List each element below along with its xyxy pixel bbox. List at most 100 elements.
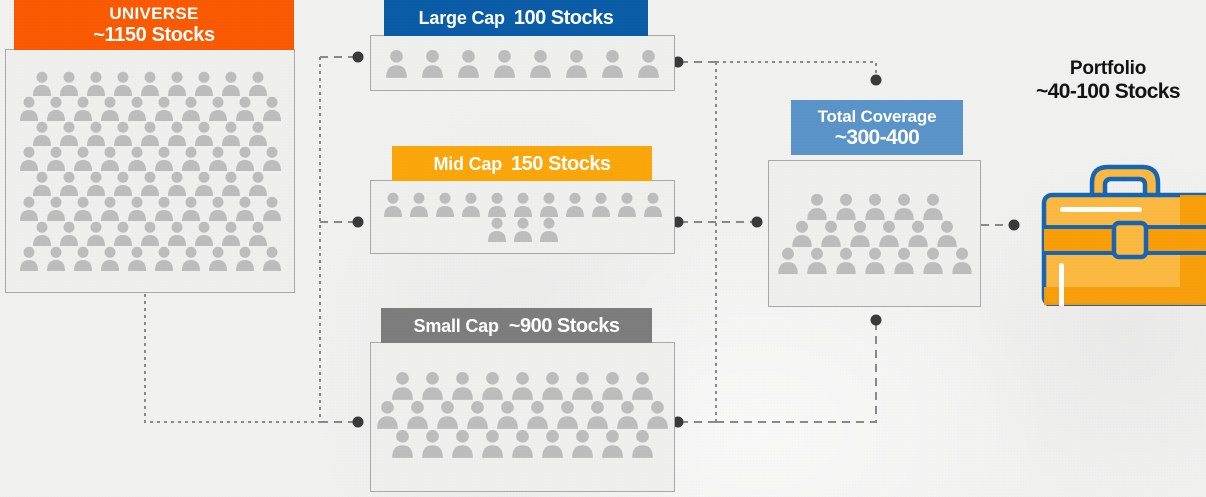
- person-icon: [141, 71, 159, 96]
- person-row: [802, 193, 947, 220]
- universe-count: ~1150 Stocks: [93, 24, 215, 46]
- person-icon: [249, 71, 267, 96]
- person-icon: [951, 247, 972, 274]
- person-icon: [864, 247, 885, 274]
- person-icon: [208, 146, 227, 171]
- person-icon: [262, 196, 281, 221]
- person-icon: [208, 196, 227, 221]
- person-row: [29, 221, 272, 246]
- person-icon: [154, 246, 173, 271]
- person-icon: [181, 146, 200, 171]
- person-row: [15, 96, 285, 121]
- person-icon: [497, 400, 518, 429]
- person-icon: [195, 221, 213, 246]
- universe-header: UNIVERSE ~1150 Stocks: [14, 0, 294, 50]
- person-icon: [632, 371, 653, 400]
- person-icon: [587, 400, 608, 429]
- person-icon: [60, 221, 78, 246]
- person-icon: [181, 246, 200, 271]
- person-icon: [127, 196, 146, 221]
- person-icon: [602, 49, 623, 78]
- person-icon: [154, 96, 173, 121]
- person-icon: [262, 96, 281, 121]
- person-icon: [542, 371, 563, 400]
- person-icon: [181, 96, 200, 121]
- person-icon: [46, 246, 65, 271]
- person-icon: [512, 371, 533, 400]
- connector-nodes: [352, 51, 1020, 428]
- universe-people-grid: [6, 50, 294, 292]
- person-row: [388, 371, 658, 400]
- person-icon: [527, 400, 548, 429]
- person-icon: [46, 196, 65, 221]
- person-icon: [530, 49, 551, 78]
- person-icon: [114, 221, 132, 246]
- small-cap-label: Small Cap: [413, 315, 499, 336]
- person-row: [29, 171, 272, 196]
- person-icon: [168, 71, 186, 96]
- person-icon: [73, 96, 92, 121]
- person-icon: [141, 121, 159, 146]
- person-icon: [647, 400, 668, 429]
- person-icon: [377, 400, 398, 429]
- person-icon: [195, 171, 213, 196]
- person-icon: [195, 121, 213, 146]
- person-icon: [235, 196, 254, 221]
- small-cap-count: ~900 Stocks: [508, 314, 620, 337]
- person-icon: [114, 121, 132, 146]
- person-row: [380, 192, 666, 217]
- person-icon: [458, 49, 479, 78]
- small-cap-panel: [370, 342, 675, 492]
- person-icon: [392, 371, 413, 400]
- person-icon: [539, 192, 558, 217]
- mid-cap-header: Mid Cap 150 Stocks: [392, 146, 652, 181]
- person-icon: [557, 400, 578, 429]
- person-icon: [235, 96, 254, 121]
- person-icon: [168, 171, 186, 196]
- person-icon: [893, 247, 914, 274]
- person-icon: [821, 220, 841, 247]
- person-icon: [208, 96, 227, 121]
- person-icon: [437, 400, 458, 429]
- person-icon: [452, 371, 473, 400]
- large-cap-header: Large Cap 100 Stocks: [384, 0, 648, 36]
- person-icon: [632, 429, 653, 458]
- person-icon: [422, 429, 443, 458]
- person-row: [15, 246, 285, 271]
- mid-cap-panel: [370, 180, 675, 254]
- total-coverage-header: Total Coverage ~300-400: [791, 100, 963, 155]
- mid-cap-label: Mid Cap: [433, 153, 503, 174]
- person-icon: [591, 192, 610, 217]
- person-icon: [835, 193, 856, 220]
- large-cap-people-grid: [371, 36, 674, 90]
- person-icon: [864, 193, 885, 220]
- mid-cap-count: 150 Stocks: [511, 152, 611, 175]
- person-icon: [168, 221, 186, 246]
- person-icon: [407, 400, 428, 429]
- person-icon: [777, 247, 798, 274]
- universe-panel: [5, 49, 295, 293]
- total-coverage-people-grid: [769, 161, 980, 306]
- large-cap-label: Large Cap: [418, 8, 505, 28]
- portfolio-title: Portfolio: [1069, 58, 1147, 79]
- person-icon: [181, 196, 200, 221]
- person-icon: [249, 171, 267, 196]
- person-icon: [602, 429, 623, 458]
- person-icon: [195, 71, 213, 96]
- person-icon: [127, 246, 146, 271]
- person-icon: [513, 217, 532, 242]
- person-icon: [141, 171, 159, 196]
- person-icon: [168, 121, 186, 146]
- person-icon: [494, 49, 515, 78]
- person-icon: [87, 171, 105, 196]
- person-icon: [114, 71, 132, 96]
- person-row: [388, 429, 658, 458]
- person-icon: [249, 221, 267, 246]
- person-icon: [602, 371, 623, 400]
- person-icon: [386, 49, 407, 78]
- person-icon: [33, 71, 51, 96]
- person-icon: [60, 71, 78, 96]
- total-coverage-panel: [768, 160, 981, 307]
- person-row: [773, 247, 976, 274]
- person-icon: [487, 192, 506, 217]
